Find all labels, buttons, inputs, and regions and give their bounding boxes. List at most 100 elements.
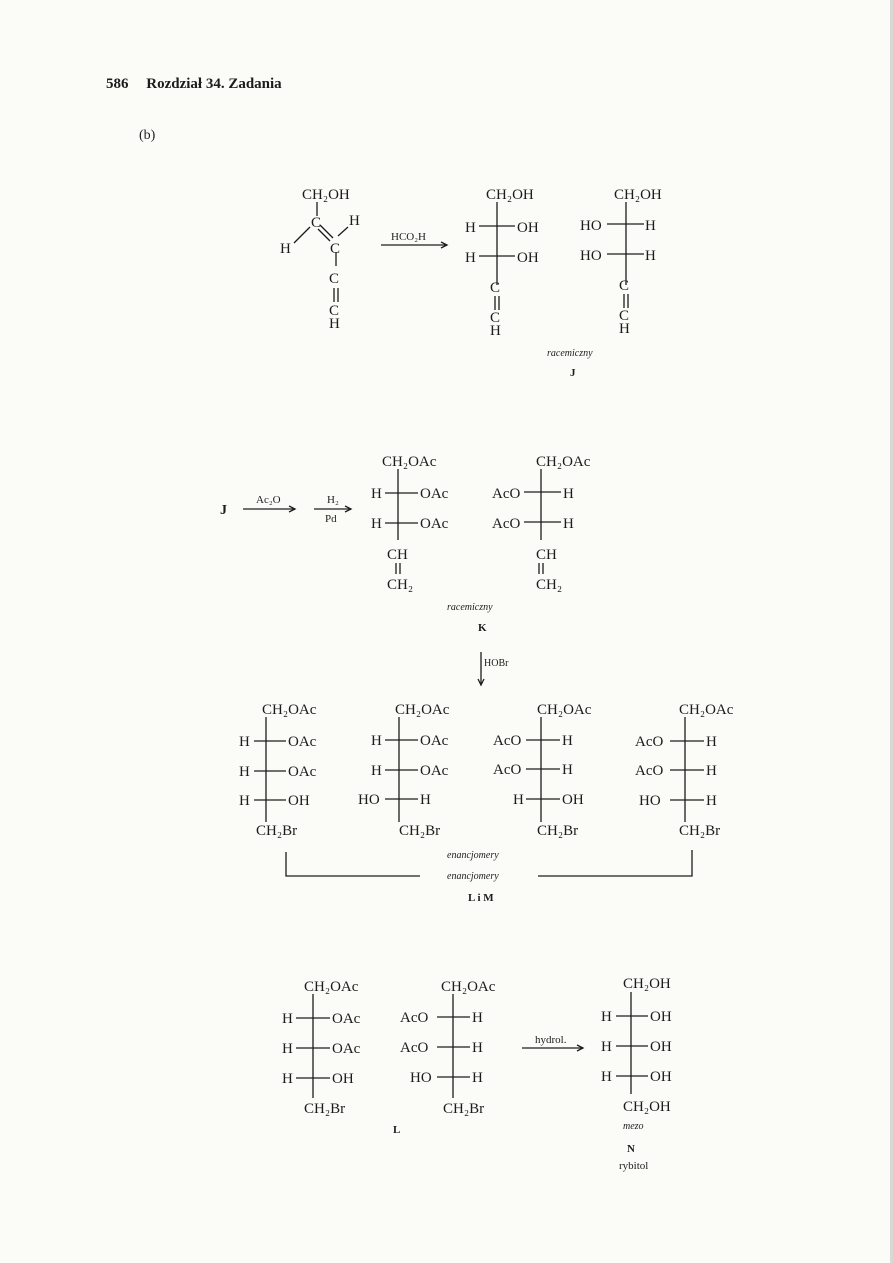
- g-h-11b: H: [472, 1040, 483, 1056]
- g-ch2br-10: CH₂Br: [304, 1101, 345, 1117]
- g-oh-6: OH: [288, 793, 310, 809]
- g-ch2oh-12b: CH₂OH: [623, 1099, 671, 1115]
- g-ho-3b: HO: [580, 248, 602, 264]
- g-ch2-5: CH₂: [536, 577, 562, 593]
- reagent-formic-acid: HCO₂H: [391, 231, 426, 243]
- g-h-11c: H: [472, 1070, 483, 1086]
- compound-label-j: J: [570, 367, 576, 379]
- g-h-1c: H: [329, 316, 340, 332]
- g-c-3b: C: [619, 308, 629, 324]
- g-h-10c: H: [282, 1071, 293, 1087]
- g-h-7a: H: [371, 733, 382, 749]
- g-ch2br-9: CH₂Br: [679, 823, 720, 839]
- g-oh-12c: OH: [650, 1069, 672, 1085]
- page-header: 586 Rozdział 34. Zadania: [106, 76, 282, 93]
- g-oh-10: OH: [332, 1071, 354, 1087]
- g-ch2oac-7: CH₂OAc: [395, 702, 450, 718]
- g-h-7b: H: [371, 763, 382, 779]
- g-oh-12a: OH: [650, 1009, 672, 1025]
- g-aco-11b: AcO: [400, 1040, 428, 1056]
- g-ch2oac-8: CH₂OAc: [537, 702, 592, 718]
- caption-enantiomers-1: enancjomery: [447, 850, 499, 861]
- g-ch-4: CH: [387, 547, 408, 563]
- caption-ribitol: rybitol: [619, 1160, 648, 1172]
- g-ch2oh-12a: CH₂OH: [623, 976, 671, 992]
- g-oac-6a: OAc: [288, 734, 317, 750]
- g-oac-4a: OAc: [420, 486, 449, 502]
- g-ch2br-8: CH₂Br: [537, 823, 578, 839]
- g-c-3a: C: [619, 278, 629, 294]
- caption-racemic-1: racemiczny: [547, 348, 593, 359]
- reagent-hydrolysis: hydrol.: [535, 1034, 567, 1046]
- g-ho-11: HO: [410, 1070, 432, 1086]
- page-number: 586: [106, 76, 129, 92]
- g-h-11a: H: [472, 1010, 483, 1026]
- g-h-5a: H: [563, 486, 574, 502]
- g-c-1c: C: [329, 271, 339, 287]
- g-h-1a: H: [349, 213, 360, 229]
- g-ch2oac-10: CH₂OAc: [304, 979, 359, 995]
- g-h-6c: H: [239, 793, 250, 809]
- g-ch2-4: CH₂: [387, 577, 413, 593]
- g-ch2oh-2: CH₂OH: [486, 187, 534, 203]
- g-oac-7a: OAc: [420, 733, 449, 749]
- g-h-2b: H: [465, 250, 476, 266]
- g-h-8b: H: [562, 762, 573, 778]
- chapter-title: Rozdział 34. Zadania: [146, 76, 282, 92]
- g-h-12a: H: [601, 1009, 612, 1025]
- g-oac-6b: OAc: [288, 764, 317, 780]
- g-ho-9: HO: [639, 793, 661, 809]
- g-h-12c: H: [601, 1069, 612, 1085]
- reagent-ac2o: Ac₂O: [256, 494, 281, 506]
- g-oh-2b: OH: [517, 250, 539, 266]
- g-h-1b: H: [280, 241, 291, 257]
- g-aco-8a: AcO: [493, 733, 521, 749]
- g-h-4a: H: [371, 486, 382, 502]
- g-ho-3a: HO: [580, 218, 602, 234]
- g-h-9b: H: [706, 763, 717, 779]
- caption-enantiomers-2: enancjomery: [447, 871, 499, 882]
- g-h-10b: H: [282, 1041, 293, 1057]
- compound-label-l: L: [393, 1124, 400, 1136]
- g-ch2br-11: CH₂Br: [443, 1101, 484, 1117]
- g-aco-5b: AcO: [492, 516, 520, 532]
- g-h-10a: H: [282, 1011, 293, 1027]
- g-aco-5a: AcO: [492, 486, 520, 502]
- g-h-3b: H: [645, 248, 656, 264]
- reagent-pd: Pd: [325, 513, 337, 525]
- part-label: (b): [139, 128, 156, 143]
- g-h-3a: H: [645, 218, 656, 234]
- g-ch-5: CH: [536, 547, 557, 563]
- g-oac-10a: OAc: [332, 1011, 361, 1027]
- g-ch2oac-9: CH₂OAc: [679, 702, 734, 718]
- reagent-hobr: HOBr: [484, 658, 509, 669]
- g-oac-10b: OAc: [332, 1041, 361, 1057]
- g-h-2a: H: [465, 220, 476, 236]
- g-aco-9a: AcO: [635, 734, 663, 750]
- g-oh-2a: OH: [517, 220, 539, 236]
- g-aco-8b: AcO: [493, 762, 521, 778]
- g-h-2c: H: [490, 323, 501, 339]
- g-oac-4b: OAc: [420, 516, 449, 532]
- g-c-1b: C: [330, 241, 340, 257]
- g-ch2br-6: CH₂Br: [256, 823, 297, 839]
- g-c-1a: C: [311, 215, 321, 231]
- caption-meso: mezo: [623, 1121, 644, 1132]
- g-aco-9b: AcO: [635, 763, 663, 779]
- compound-label-k: K: [478, 622, 487, 634]
- g-ch2oac-11: CH₂OAc: [441, 979, 496, 995]
- g-h-3c: H: [619, 321, 630, 337]
- g-ch2oh-3: CH₂OH: [614, 187, 662, 203]
- caption-racemic-2: racemiczny: [447, 602, 493, 613]
- g-oac-7b: OAc: [420, 763, 449, 779]
- g-c-2b: C: [490, 310, 500, 326]
- g-c-2a: C: [490, 280, 500, 296]
- g-ch2oac-5: CH₂OAc: [536, 454, 591, 470]
- g-h-6b: H: [239, 764, 250, 780]
- g-h-8c: H: [513, 792, 524, 808]
- g-h-6a: H: [239, 734, 250, 750]
- g-oh-12b: OH: [650, 1039, 672, 1055]
- g-ch2oh-1: CH₂OH: [302, 187, 350, 203]
- g-h-8a: H: [562, 733, 573, 749]
